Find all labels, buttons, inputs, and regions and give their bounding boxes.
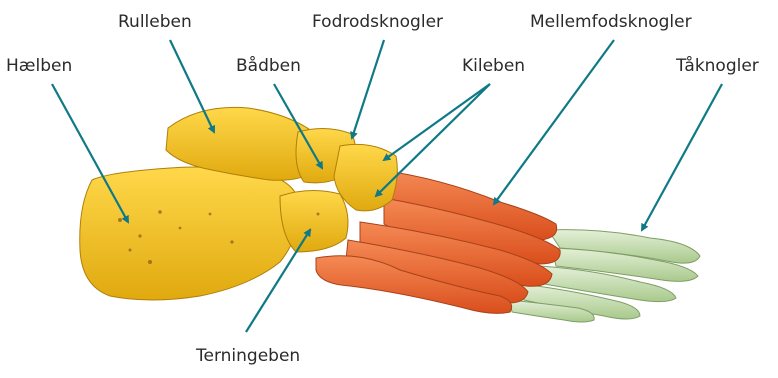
- label-navicular: Bådben: [236, 56, 301, 76]
- label-phalanges: Tåknogler: [676, 56, 759, 76]
- label-calcaneus: Hælben: [6, 56, 72, 76]
- label-metatarsals: Mellemfodsknogler: [530, 12, 692, 32]
- label-talus: Rulleben: [118, 12, 192, 32]
- calcaneus-bone: [80, 167, 300, 300]
- pointer-cuneiform-2: [376, 84, 490, 196]
- cuboid-bone: [280, 190, 348, 252]
- pointer-tarsals: [352, 40, 384, 138]
- label-cuboid: Terningeben: [196, 346, 300, 366]
- pointer-phalanges: [642, 84, 722, 230]
- pointer-cuneiform-1: [384, 84, 490, 160]
- label-cuneiform: Kileben: [462, 56, 525, 76]
- label-tarsals: Fodrodsknogler: [312, 12, 443, 32]
